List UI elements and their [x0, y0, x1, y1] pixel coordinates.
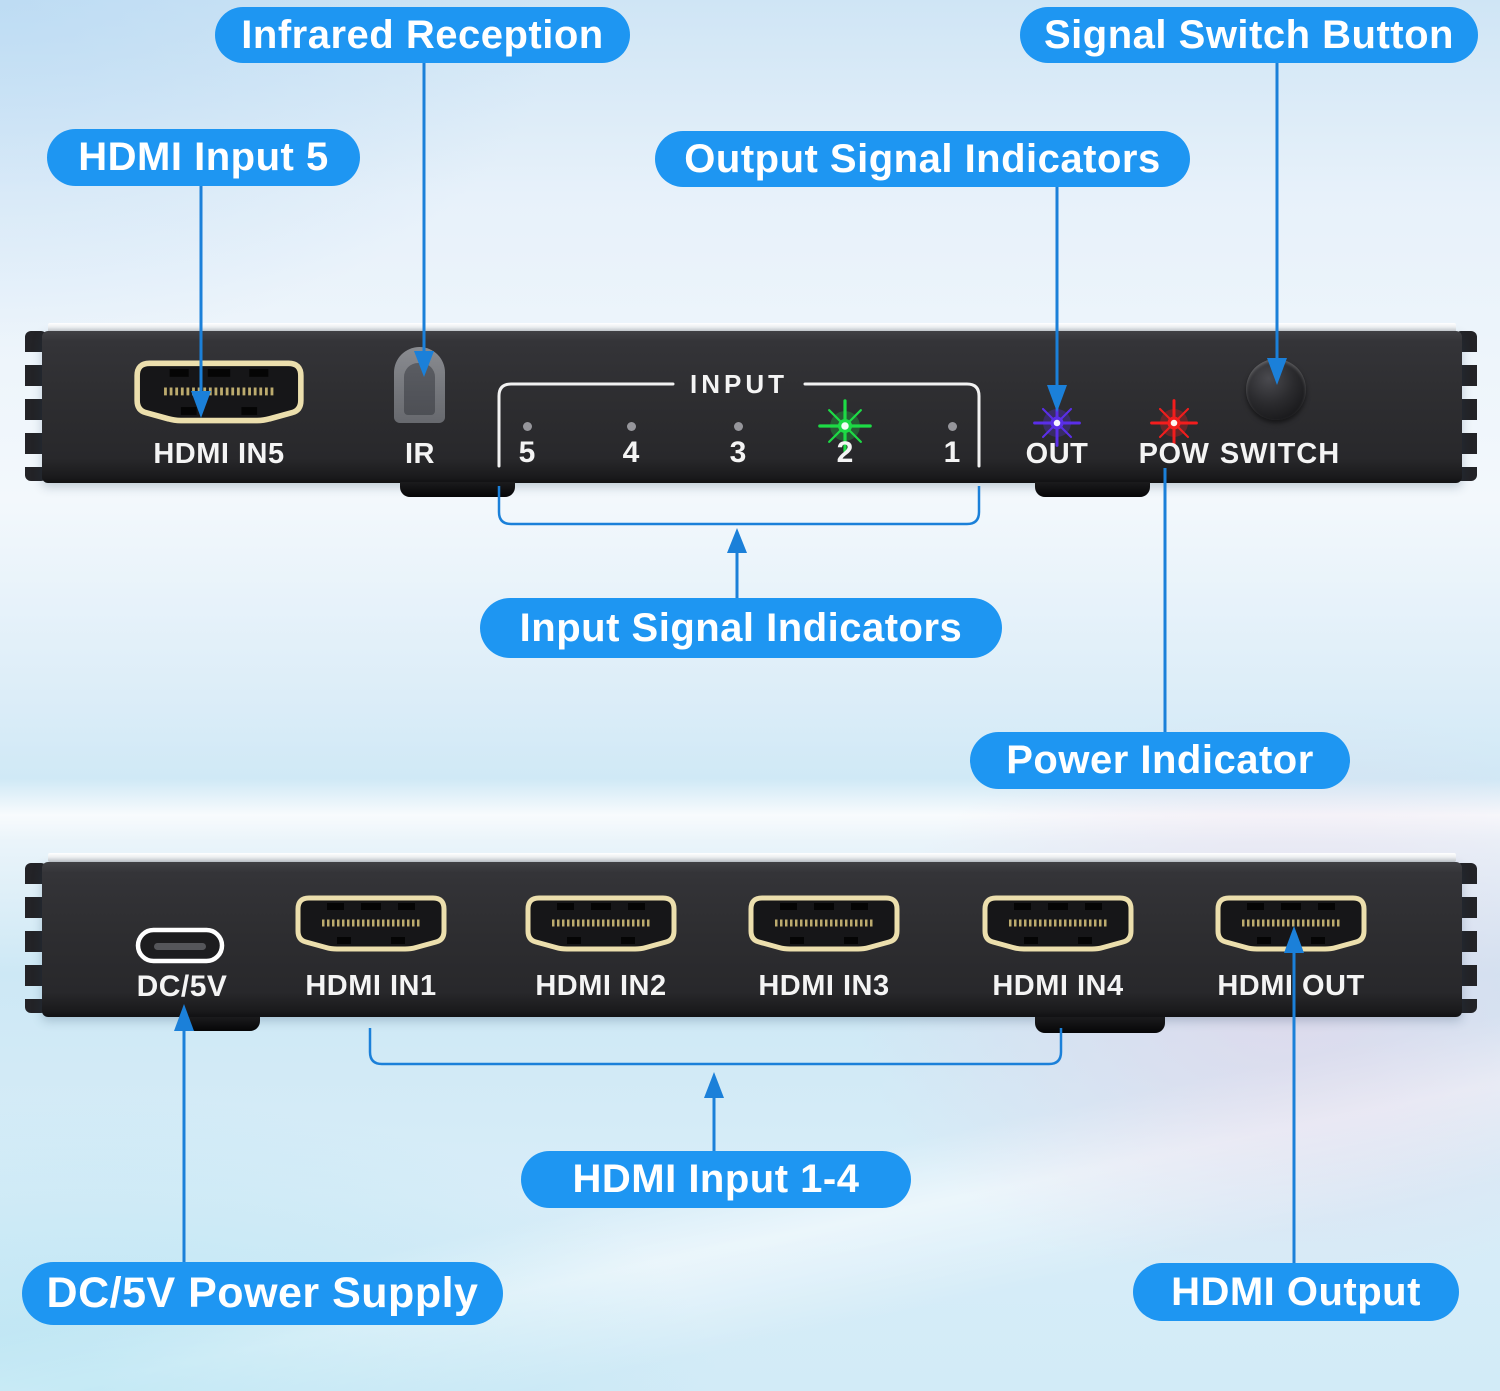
callout-hdmi-output: HDMI Output	[1133, 1263, 1459, 1321]
input-number: 4	[622, 436, 640, 469]
led-off-icon	[734, 422, 743, 431]
input-indicator-1: 1	[912, 398, 992, 470]
pow-label: POW	[1138, 438, 1210, 470]
input-indicator-3: 3	[698, 398, 778, 470]
hdmi-in3-port	[748, 895, 900, 952]
heatsink-fins-left	[25, 863, 47, 1013]
input-number: 5	[518, 436, 536, 469]
callout-power-indicator: Power Indicator	[970, 732, 1350, 789]
hdmi-out-label: HDMI OUT	[1217, 970, 1365, 1002]
hdmi-in3-label: HDMI IN3	[758, 970, 890, 1002]
callout-dc-power-supply: DC/5V Power Supply	[22, 1262, 503, 1325]
hdmi-in4-label: HDMI IN4	[992, 970, 1124, 1002]
input-indicator-5: 5	[487, 398, 567, 470]
power-led-icon	[1150, 399, 1198, 447]
callout-hdmi-input-5: HDMI Input 5	[47, 129, 360, 186]
hdmi-in5-label: HDMI IN5	[153, 438, 285, 470]
ir-receiver	[394, 347, 445, 423]
out-label: OUT	[1025, 438, 1089, 470]
input-indicator-4: 4	[591, 398, 671, 470]
switch-label: SWITCH	[1219, 438, 1341, 470]
hdmi-in5-port	[134, 360, 304, 424]
rubber-foot	[400, 482, 515, 497]
led-off-icon	[948, 422, 957, 431]
input-number: 2	[836, 436, 854, 469]
ir-label: IR	[405, 438, 435, 470]
switch-button	[1246, 359, 1306, 420]
usb-c-port	[135, 927, 225, 964]
rubber-foot	[185, 1017, 260, 1031]
hdmi-in2-label: HDMI IN2	[535, 970, 667, 1002]
callout-input-signal-indicators: Input Signal Indicators	[480, 598, 1002, 658]
rubber-foot	[1035, 1017, 1165, 1033]
led-sparkle-icon	[818, 399, 872, 453]
heatsink-fins-left	[25, 331, 47, 481]
callout-output-signal-indicators: Output Signal Indicators	[655, 131, 1190, 187]
input-indicator-2: 2	[805, 398, 885, 470]
hdmi-out-port	[1215, 895, 1367, 952]
led-off-icon	[523, 422, 532, 431]
dc5v-label: DC/5V	[136, 970, 228, 1003]
input-group-label: INPUT	[690, 369, 788, 399]
hdmi-in2-port	[525, 895, 677, 952]
led-off-icon	[627, 422, 636, 431]
input-number: 1	[943, 436, 961, 469]
ir-window	[404, 363, 435, 415]
callout-infrared-reception: Infrared Reception	[215, 7, 630, 63]
callout-hdmi-input-1-4: HDMI Input 1-4	[521, 1151, 911, 1208]
front-top-edge	[48, 323, 1456, 332]
out-led-icon	[1033, 399, 1081, 447]
input-number: 3	[729, 436, 747, 469]
rubber-foot	[1035, 482, 1150, 497]
hdmi-in1-port	[295, 895, 447, 952]
callout-signal-switch-button: Signal Switch Button	[1020, 7, 1478, 63]
rear-top-edge	[48, 853, 1456, 862]
hdmi-in1-label: HDMI IN1	[305, 970, 437, 1002]
hdmi-in4-port	[982, 895, 1134, 952]
